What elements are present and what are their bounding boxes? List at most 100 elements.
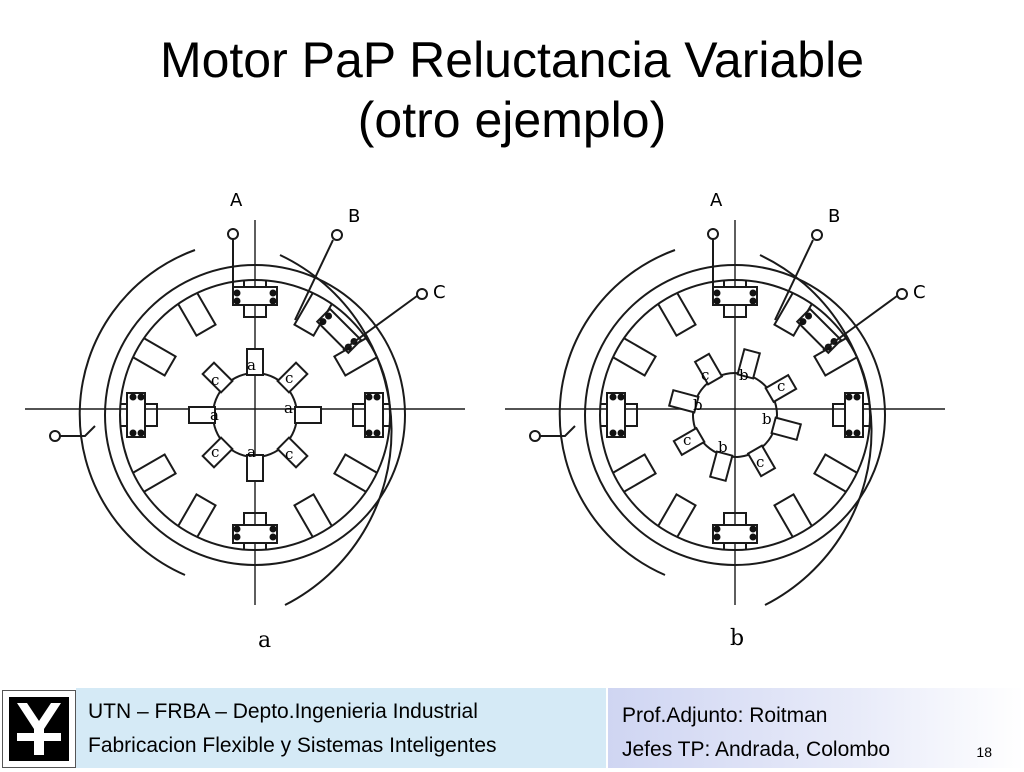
coil-wire-dot — [129, 429, 137, 437]
coil-wire-dot — [269, 525, 277, 533]
rotor-tooth-shape — [693, 352, 724, 386]
stator-tooth-outline — [813, 453, 858, 493]
page-number: 18 — [976, 744, 992, 760]
terminal-B-lead — [294, 239, 334, 321]
coil-wire-dot — [845, 393, 853, 401]
stator-tooth-outline — [177, 493, 217, 538]
rotor-tooth-shape — [672, 426, 706, 457]
stator-tooth — [612, 337, 657, 377]
coil-wire-dot — [749, 297, 757, 305]
rotor-label: c — [285, 369, 293, 387]
stator-tooth — [132, 453, 177, 493]
footer-professor: Prof.Adjunto: Roitman — [622, 704, 828, 727]
stepper-motor-diagram-b: A B C b b b b c c c c — [505, 190, 945, 606]
rotor-tooth-shape — [746, 444, 777, 478]
stator-tooth-outline — [612, 337, 657, 377]
coil-wire-dot — [853, 393, 861, 401]
slide-footer: UTN – FRBA – Depto.Ingenieria Industrial… — [0, 688, 1024, 768]
rotor-label: c — [756, 453, 764, 471]
stator-tooth — [333, 453, 378, 493]
coil-wire-dot — [233, 525, 241, 533]
coil-wire-dot — [609, 393, 617, 401]
stator-tooth-outline — [657, 292, 697, 337]
coil-wire-dot — [365, 429, 373, 437]
rotor-label: b — [762, 410, 772, 428]
rotor-label: c — [211, 371, 219, 389]
rotor-tooth-shape — [708, 450, 734, 483]
rotor-label: b — [718, 438, 728, 456]
coil-wire-dot — [749, 533, 757, 541]
title-line-2: (otro ejemplo) — [357, 92, 667, 148]
rotor-tooth — [764, 373, 798, 404]
stator-tooth — [612, 453, 657, 493]
pole-coil — [232, 524, 278, 544]
stator-tooth-outline — [177, 292, 217, 337]
stator-tooth-outline — [773, 493, 813, 538]
stator-tooth — [132, 337, 177, 377]
rotor-tooth — [746, 444, 777, 478]
footer-right-panel: Prof.Adjunto: Roitman Jefes TP: Andrada,… — [608, 688, 1024, 768]
rotor-tooth — [276, 436, 309, 469]
footer-institution: UTN – FRBA – Depto.Ingenieria Industrial — [88, 700, 478, 723]
coil-wire-dot — [233, 533, 241, 541]
rotor-tooth — [201, 361, 234, 394]
rotor-tooth-shape — [201, 436, 234, 469]
coil-winding — [126, 392, 146, 438]
pole-coil — [315, 307, 363, 355]
rotor-tooth — [294, 406, 322, 424]
coil-wire-dot — [617, 393, 625, 401]
stator-tooth-outline — [293, 493, 333, 538]
coil-wire-dot — [137, 393, 145, 401]
coil-wire-dot — [805, 312, 813, 320]
rotor-tooth-shape — [764, 373, 798, 404]
coil-winding — [232, 524, 278, 544]
pole-coil — [712, 524, 758, 544]
coil-winding — [232, 286, 278, 306]
terminal-C — [416, 288, 428, 300]
rotor-tooth — [246, 454, 264, 482]
rotor-tooth — [693, 352, 724, 386]
coil-wire-dot — [233, 289, 241, 297]
rotor-label: b — [693, 396, 703, 414]
pole-coil — [844, 392, 864, 438]
terminal-A — [707, 228, 719, 240]
pole-coil — [364, 392, 384, 438]
terminal-label-C: C — [913, 282, 926, 303]
rotor-tooth-shape — [736, 347, 762, 380]
rotor-label: a — [247, 356, 256, 374]
stator-tooth-outline — [612, 453, 657, 493]
rotor-tooth-shape — [770, 416, 803, 442]
terminal-B — [811, 229, 823, 241]
footer-left-panel: UTN – FRBA – Depto.Ingenieria Industrial… — [76, 688, 606, 768]
coil-wire-dot — [137, 429, 145, 437]
coil-winding — [315, 307, 363, 355]
coil-winding — [795, 307, 843, 355]
terminal-label-A: A — [230, 190, 243, 211]
rotor-tooth-shape — [276, 436, 309, 469]
common-terminal-lead — [540, 425, 576, 437]
pole-coil — [712, 286, 758, 306]
coil-wire-dot — [373, 429, 381, 437]
coil-winding — [712, 524, 758, 544]
rotor-label: a — [247, 443, 256, 461]
coil-wire-dot — [373, 393, 381, 401]
rotor-tooth-shape — [246, 348, 264, 376]
rotor-tooth-shape — [188, 406, 216, 424]
rotor-label: a — [284, 399, 293, 417]
title-line-1: Motor PaP Reluctancia Variable — [159, 32, 865, 88]
pole-coil — [232, 286, 278, 306]
coil-wire-dot — [129, 393, 137, 401]
pole-coil — [606, 392, 626, 438]
utn-logo-icon — [9, 697, 69, 761]
coil-wire-dot — [845, 429, 853, 437]
coil-wire-dot — [749, 289, 757, 297]
stator-tooth — [657, 292, 697, 337]
rotor-label: c — [701, 366, 709, 384]
rotor-tooth — [246, 348, 264, 376]
coil-winding — [712, 286, 758, 306]
rotor-tooth-shape — [667, 388, 700, 414]
coil-winding — [844, 392, 864, 438]
coil-wire-dot — [269, 533, 277, 541]
figure-caption-b: b — [730, 626, 745, 651]
coil-wire-dot — [713, 289, 721, 297]
